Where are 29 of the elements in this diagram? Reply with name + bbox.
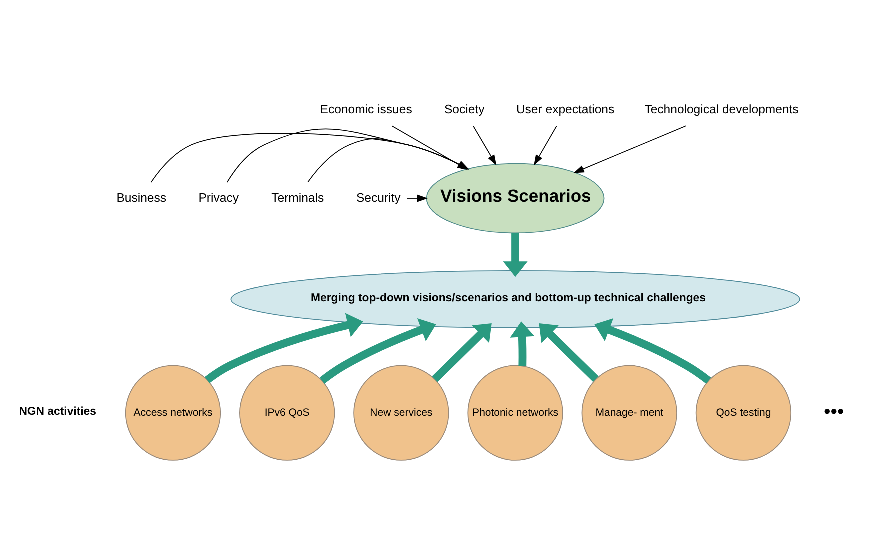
arrow: [473, 125, 497, 166]
arrow: [320, 318, 436, 384]
node-circle: Photonic networks: [468, 364, 564, 460]
arrow: [594, 318, 712, 384]
node-circle: Access networks: [125, 364, 222, 460]
node-text: Economic issues: [320, 102, 412, 116]
node-circle: QoS testing: [696, 364, 792, 460]
node-text: Business: [116, 190, 167, 204]
arrow: [406, 194, 428, 202]
node-ellipse: Visions Scenarios: [426, 162, 605, 234]
arrow: [510, 321, 535, 366]
node-ellipse: Merging top-down visions/scenarios and bottom-up technical challenges: [230, 270, 800, 328]
node-text: Security: [356, 190, 401, 204]
node-text: User expectations: [516, 102, 615, 116]
node-text: Technological developments: [644, 102, 799, 116]
label: •••: [824, 402, 844, 423]
node-circle: IPv6 QoS: [240, 364, 336, 460]
node-text: Society: [444, 102, 485, 116]
node-text: Privacy: [198, 190, 239, 204]
arrow: [503, 232, 528, 277]
node-circle: Manage- ment: [582, 364, 678, 460]
arrow: [432, 323, 492, 382]
arrow: [205, 312, 364, 383]
arrow: [539, 323, 599, 382]
node-text: Terminals: [272, 190, 324, 204]
label: NGN activities: [19, 406, 96, 418]
arrow: [534, 125, 558, 166]
node-circle: New services: [354, 364, 450, 460]
arrow: [574, 125, 687, 173]
